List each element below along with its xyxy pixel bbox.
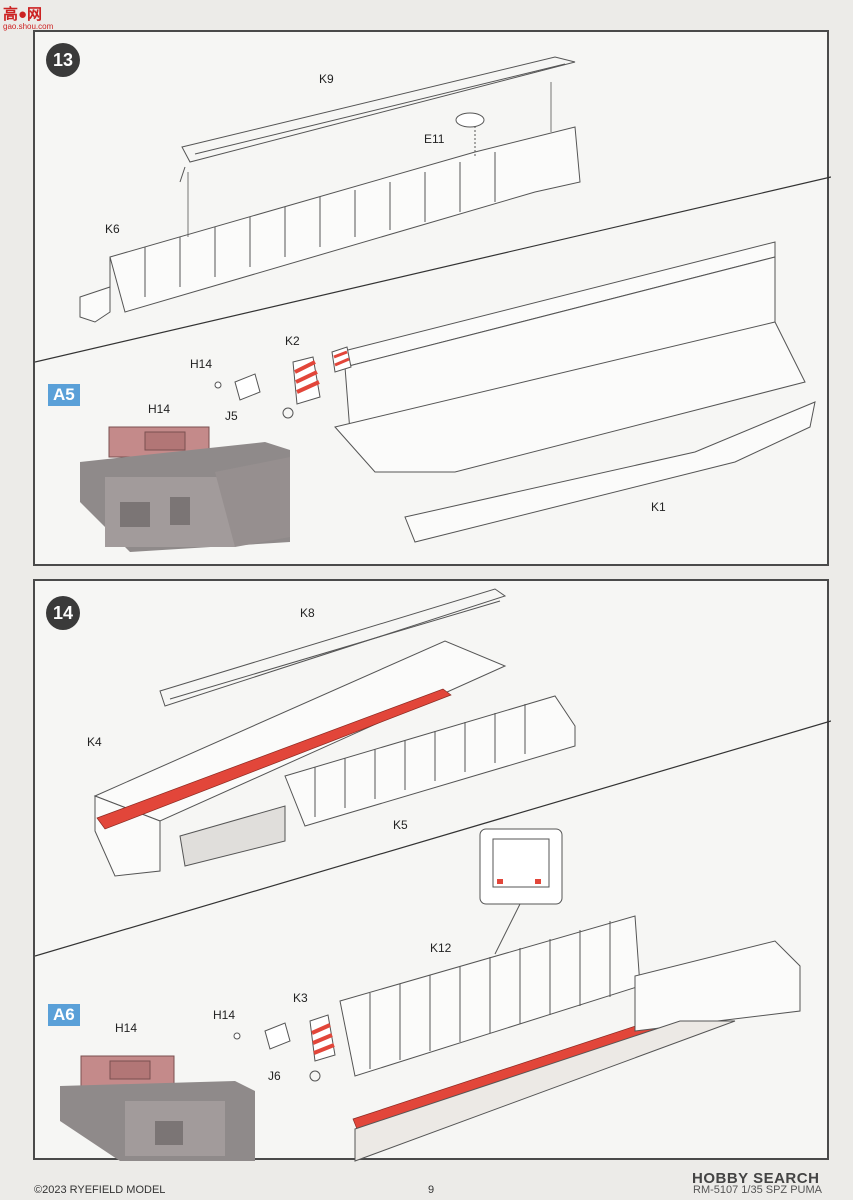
inset-photo-a5	[80, 426, 290, 552]
part-k2-striped-plate-2	[331, 346, 352, 373]
subassembly-a6-badge: A6	[48, 1004, 80, 1026]
part-k9-rail	[179, 56, 576, 183]
label-k2: K2	[285, 334, 300, 348]
watermark-logo: 高●网	[3, 6, 43, 23]
part-h14	[214, 381, 222, 389]
part-lower-plates	[179, 805, 286, 867]
label-k4: K4	[87, 735, 102, 749]
label-k1: K1	[651, 500, 666, 514]
part-k8-rail	[159, 588, 507, 707]
label-k6: K6	[105, 222, 120, 236]
label-j6: J6	[268, 1069, 281, 1083]
part-j5	[234, 373, 261, 401]
label-k12: K12	[430, 941, 452, 955]
footer-page-number: 9	[428, 1184, 435, 1196]
step-14-drawing	[35, 588, 831, 1162]
label-h14: H14	[190, 357, 213, 371]
label-h14-inset: H14	[115, 1021, 138, 1035]
part-k2-striped-plate	[292, 356, 321, 405]
part-h14-b	[233, 1032, 241, 1040]
part-k6-box-row	[79, 126, 581, 323]
part-j6	[264, 1022, 291, 1050]
red-marking-strip-upper	[96, 688, 452, 830]
label-k8: K8	[300, 606, 315, 620]
watermark-hobby-search: HOBBY SEARCH	[692, 1170, 820, 1187]
step-13-drawing	[35, 56, 831, 552]
watermark-url: gao.shou.com	[3, 22, 54, 31]
label-k9: K9	[319, 72, 334, 86]
part-k5-box-row	[284, 695, 576, 827]
step-13-badge: 13	[46, 43, 80, 77]
step-14-badge: 14	[46, 596, 80, 630]
footer-product-code: RM-5107 1/35 SPZ PUMA	[693, 1184, 822, 1196]
label-k5: K5	[393, 818, 408, 832]
part-k3-striped-plate	[309, 1014, 336, 1062]
part-k1	[404, 401, 816, 543]
step-14-panel: 14 A6 K8 K4 K5 K12 K3 H14 J6 H14	[33, 579, 831, 1162]
label-e11: E11	[424, 132, 445, 146]
label-h14: H14	[213, 1008, 236, 1022]
step-13-panel: 13 A5 K9 E11 K6 K2 H14 J5 H14 K1	[33, 30, 831, 566]
subassembly-a5-badge: A5	[48, 384, 80, 406]
label-h14-inset: H14	[148, 402, 171, 416]
part-e11	[455, 112, 485, 128]
footer-copyright: ©2023 RYEFIELD MODEL	[34, 1184, 166, 1196]
inset-photo-a6	[60, 1055, 255, 1161]
label-j5: J5	[225, 409, 238, 423]
label-k3: K3	[293, 991, 308, 1005]
